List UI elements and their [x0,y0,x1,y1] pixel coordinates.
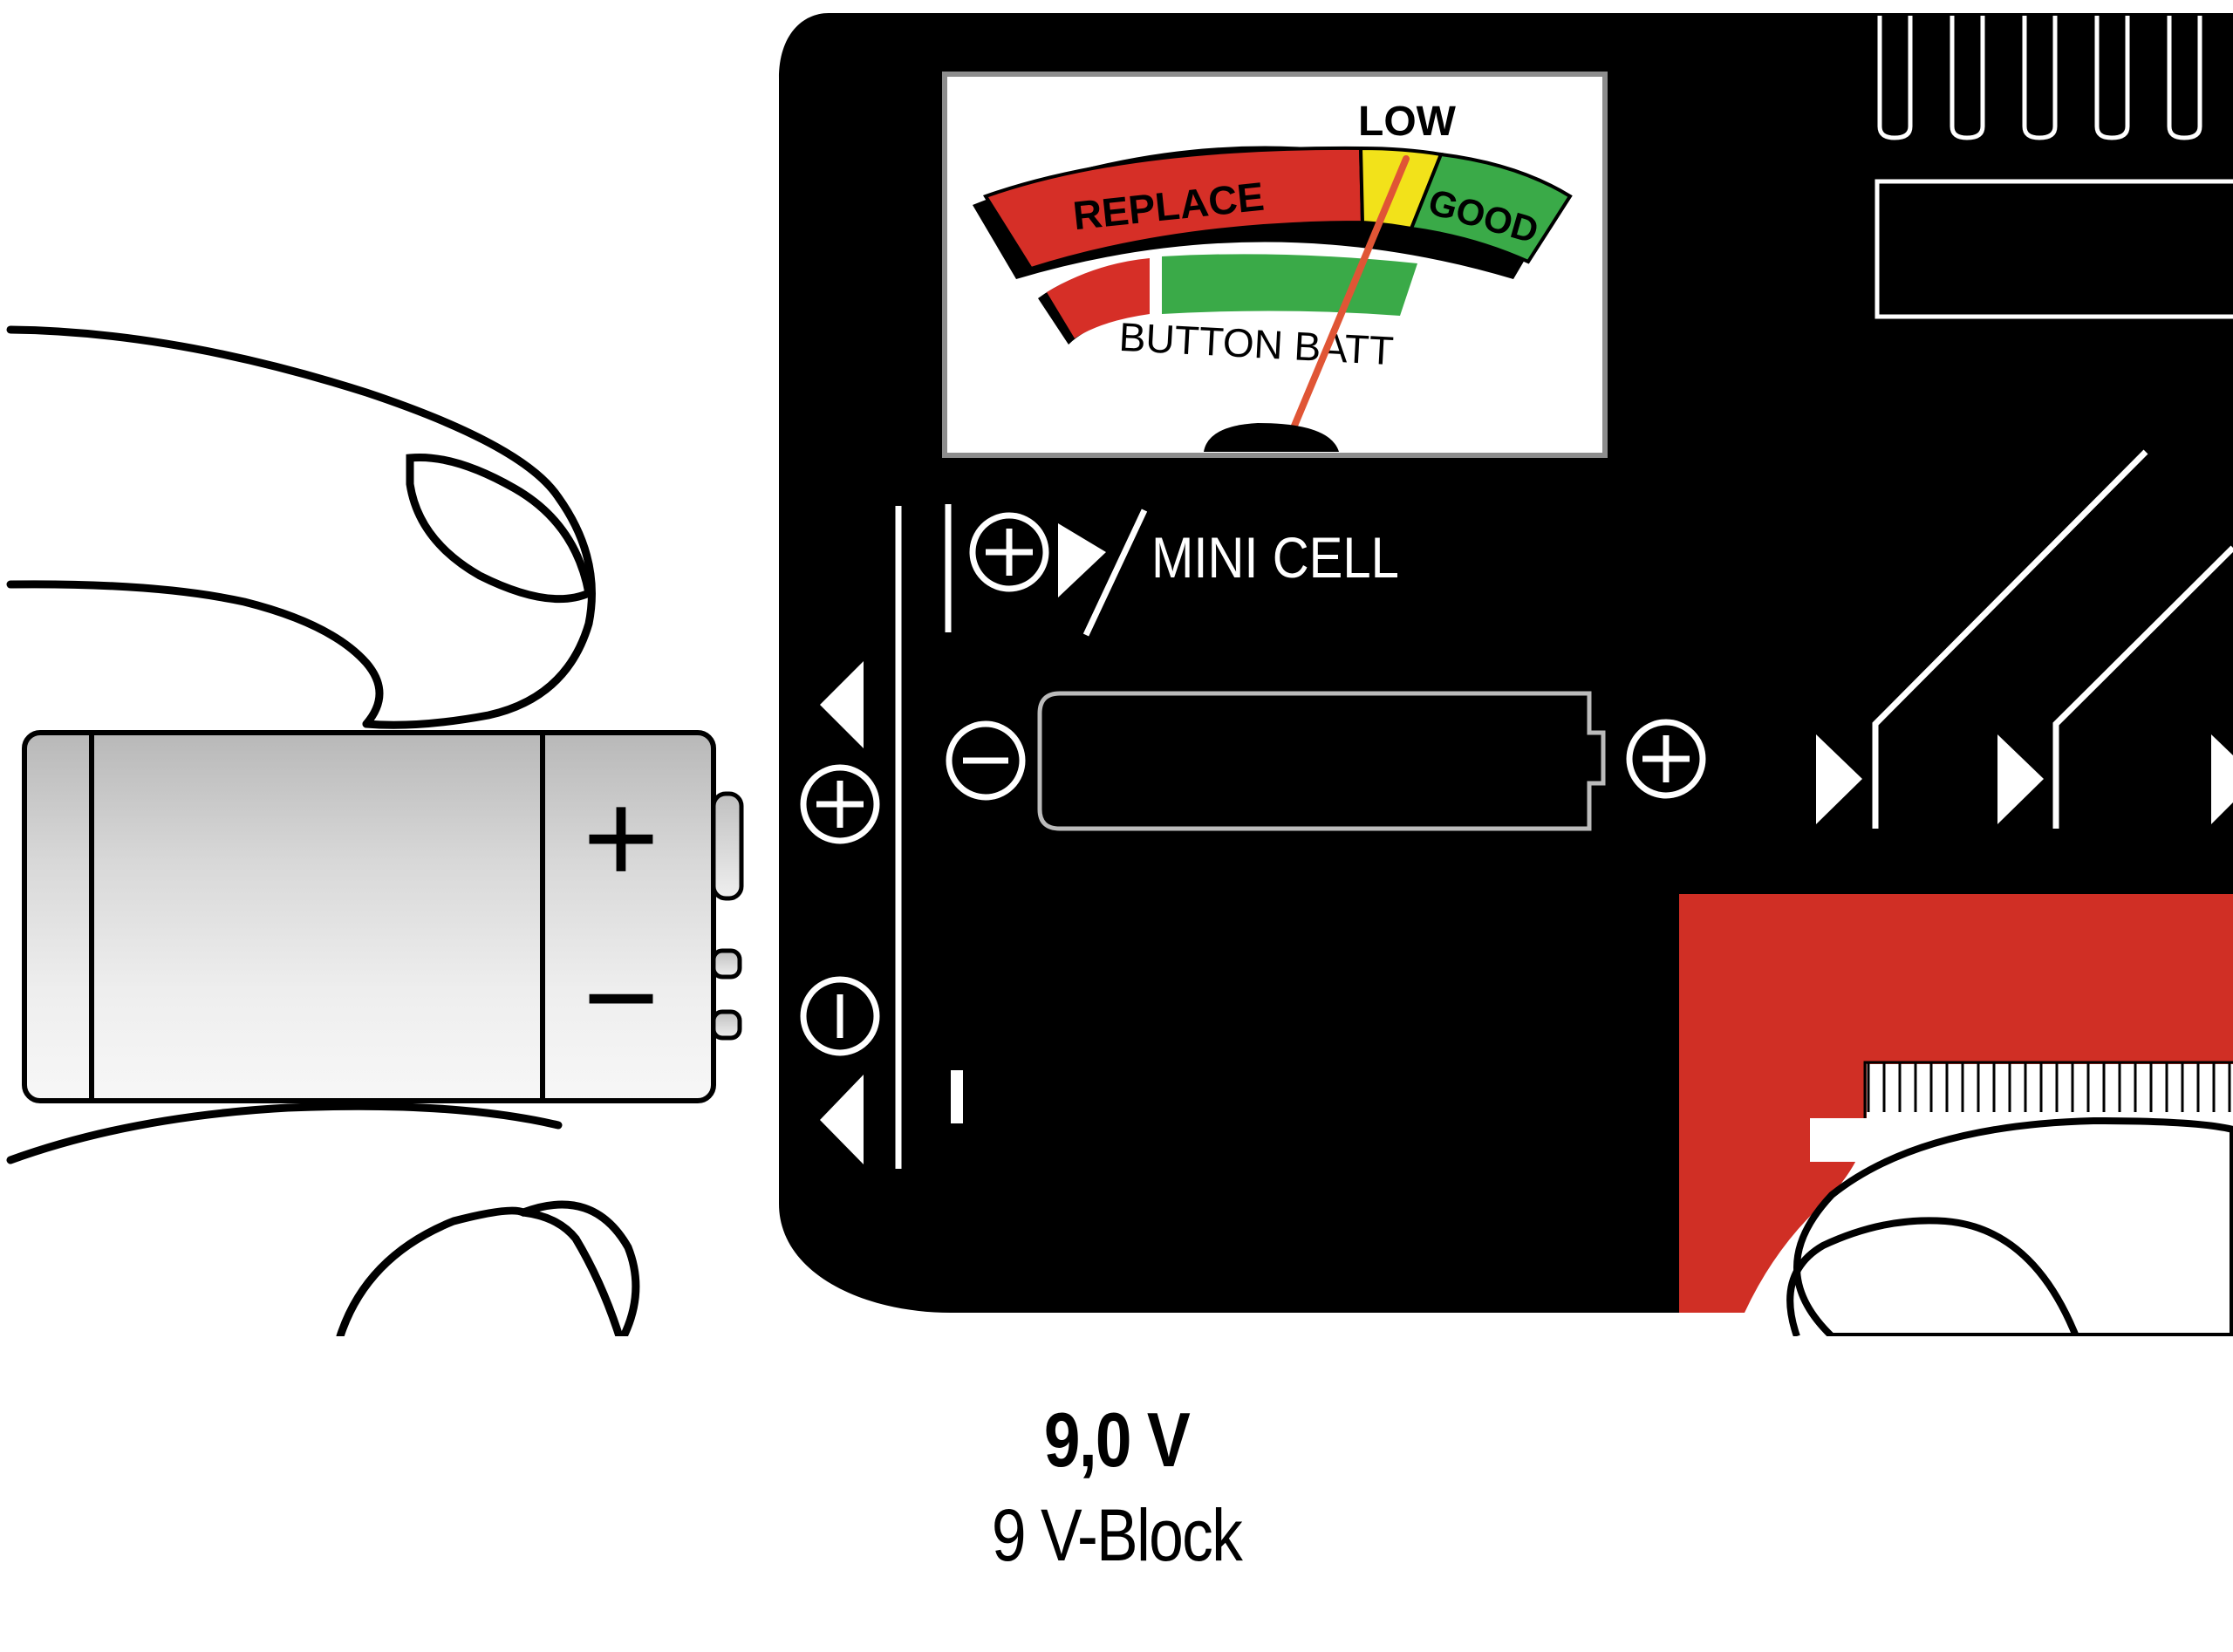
battery-type-caption: 9 V-Block [991,1494,1243,1576]
minus-circle-icon [946,720,1026,801]
gauge-pivot [1204,423,1339,452]
left-contact-section [800,661,880,1164]
battery-positive-terminal [711,791,744,901]
battery-minus-sign: − [583,924,659,1070]
gauge-meter: LOW REPLACE GOOD BUTTON BATT [942,72,1608,458]
mini-cell-slot [1037,691,1606,831]
contact-slots [1877,16,2202,140]
mini-cell-section: MINI CELL [895,504,1706,1169]
minus-circle-icon [800,976,880,1056]
triangle-arrow-icon [820,1075,864,1164]
plus-circle-icon [969,512,1049,592]
gauge-button-green-zone [1162,254,1417,316]
button-cell-slot [1874,179,2233,319]
gauge-good-zone [1409,152,1573,264]
gauge-button-red-zone [1047,258,1150,338]
voltage-caption: 9,0 V [1043,1396,1191,1483]
gauge-needle [1282,155,1410,450]
triangle-arrow-icon [820,661,864,748]
mini-cell-label: MINI CELL [1151,527,1399,590]
plus-circle-icon [1626,719,1706,799]
slider-teeth [1867,1062,2231,1112]
battery-cell: + − [22,730,744,1103]
triangle-arrow-icon [1816,734,2233,824]
gauge-low-label: LOW [1358,99,1457,145]
triangle-arrow-icon [1058,523,1106,597]
left-hand [6,325,640,1341]
right-thumb [1786,1116,2233,1340]
battery-plus-sign: + [583,764,659,911]
contact-guides [1872,449,2233,829]
battery-negative-terminal [711,948,742,980]
plus-circle-icon [800,764,880,844]
